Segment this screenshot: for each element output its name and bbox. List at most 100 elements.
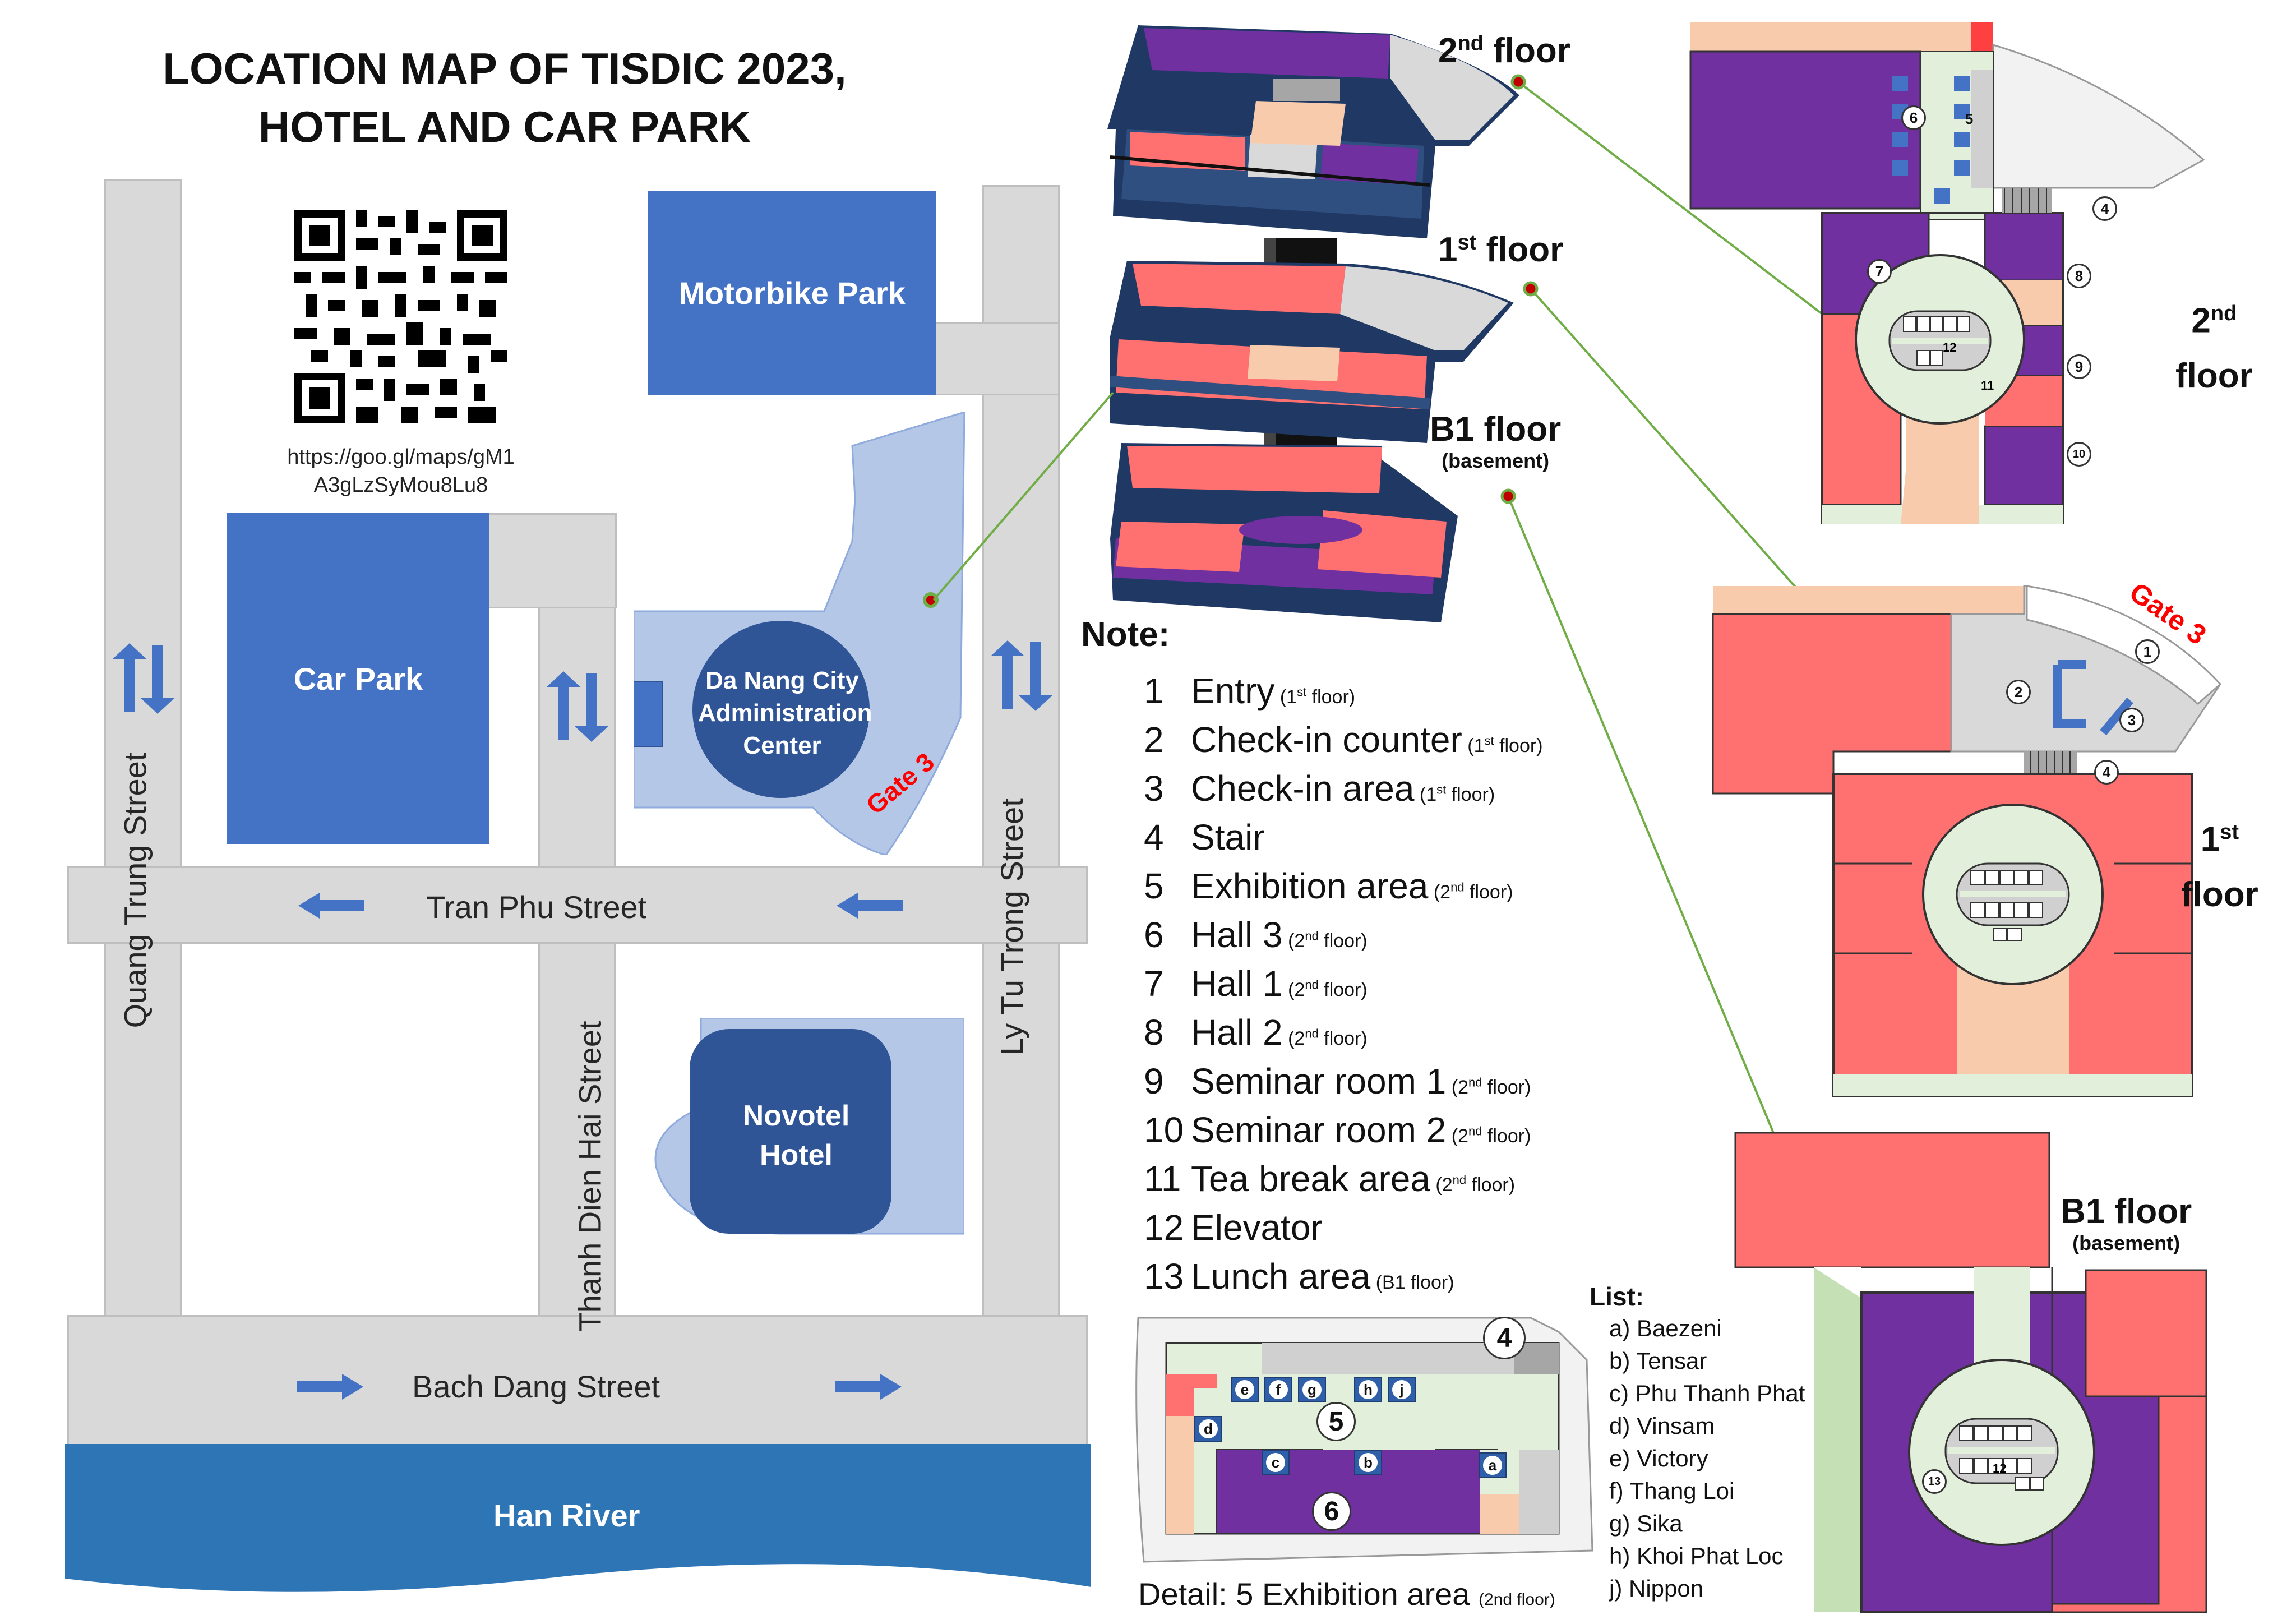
note-item-label: Seminar room 1 [1191, 1061, 1447, 1101]
plan-label-b1-sub: (basement) [2072, 1231, 2180, 1254]
note-item-floor-num: 1 [1286, 686, 1297, 708]
booth-f: f [1264, 1377, 1292, 1402]
stack-label-1st-word: floor [1486, 230, 1564, 269]
floor-plan-2nd [1689, 22, 2205, 524]
detail-caption-small: (2nd floor) [1479, 1590, 1555, 1609]
list-heading: List: [1590, 1282, 1644, 1311]
car-park-label: Car Park [293, 661, 423, 696]
note-item-floor: (1st floor) [1419, 782, 1495, 805]
map-url[interactable]: https://goo.gl/maps/gM1 A3gLzSyMou8Lu8 [247, 443, 555, 499]
note-item-floor-rest: floor [1466, 1174, 1509, 1196]
stack-label-b1-main: B1 floor [1430, 410, 1562, 449]
note-item-label: Lunch area [1191, 1256, 1371, 1297]
note-item-floor-num: 2 [1294, 979, 1305, 1000]
title-line-2: HOTEL AND CAR PARK [258, 102, 751, 151]
note-item-floor: (1st floor) [1279, 685, 1356, 708]
note-item-label: Stair [1191, 817, 1265, 857]
note-item-floor-sup: nd [1450, 880, 1465, 894]
note-item-floor: (2nd floor) [1433, 880, 1513, 903]
note-item-floor: (2nd floor) [1451, 1075, 1531, 1098]
note-item-label: Exhibition area [1191, 866, 1429, 906]
note-item-number: 9 [1144, 1061, 1164, 1101]
booth-e-letter: e [1235, 1380, 1254, 1399]
bach-dang-road [67, 1315, 1088, 1447]
note-item-number: 3 [1144, 768, 1164, 809]
note-item-floor-rest: floor [1318, 979, 1361, 1000]
admin-center-label: Da Nang City Administration Center [698, 667, 872, 759]
note-item-floor-num: 2 [1458, 1077, 1468, 1098]
plan1-marker-2: 2 [2006, 680, 2031, 704]
tran-phu-road [67, 866, 1088, 944]
note-item-floor-num: 2 [1440, 882, 1451, 903]
detail-caption-main: Detail: 5 Exhibition area [1138, 1576, 1470, 1612]
plan-label-2nd-word: floor [2175, 356, 2253, 395]
motorbike-connector [931, 322, 1060, 395]
car-park: Car Park [227, 513, 489, 844]
note-item-floor-sup: st [1484, 733, 1494, 748]
plan1-marker-1: 1 [2135, 639, 2160, 664]
note-item-floor-rest: floor [1482, 1077, 1525, 1098]
sponsor-list-item: a) Baezeni [1609, 1315, 1722, 1341]
map-url-line-2[interactable]: A3gLzSyMou8Lu8 [313, 473, 488, 497]
title-line-1: LOCATION MAP OF TISDIC 2023, [163, 44, 847, 93]
note-item-floor-num: 2 [1294, 930, 1305, 952]
booth-g: g [1298, 1377, 1326, 1402]
map-url-line-1[interactable]: https://goo.gl/maps/gM1 [287, 445, 515, 469]
note-item-floor-rest: floor [1318, 1028, 1361, 1049]
note-item-number: 2 [1144, 719, 1164, 760]
sponsor-list-item: b) Tensar [1609, 1348, 1707, 1374]
up-down-arrow-icon [113, 643, 174, 714]
floor-plan-b1 [1734, 1132, 2207, 1613]
note-item-floor-sup: nd [1468, 1124, 1482, 1138]
note-item-floor: (2nd floor) [1288, 1026, 1368, 1049]
note-item-number: 13 [1144, 1256, 1184, 1297]
stack-label-b1: B1 floor (basement) [1430, 409, 1561, 473]
qr-code-icon [294, 210, 507, 423]
note-item-floor-num: 1 [1473, 735, 1485, 756]
plan2-marker-7: 7 [1867, 259, 1892, 284]
note-item-number: 12 [1144, 1207, 1184, 1248]
sponsor-list-item: e) Victory [1609, 1445, 1708, 1471]
booth-d-letter: d [1199, 1419, 1218, 1438]
booth-j-letter: j [1392, 1380, 1411, 1399]
ly-tu-trong-road [982, 185, 1060, 1464]
note-item-floor-sup: nd [1305, 977, 1319, 992]
plan-label-1st-num: 1 [2200, 820, 2220, 859]
note-item-floor-sup: st [1297, 685, 1307, 699]
note-item-floor-sup: nd [1305, 1026, 1319, 1041]
detail-marker-5: 5 [1316, 1402, 1356, 1441]
plan-label-2nd-sup: nd [2210, 302, 2237, 325]
note-item-floor-sup: nd [1468, 1075, 1482, 1090]
note-item-floor-num: 2 [1294, 1028, 1305, 1049]
sponsor-list-item: d) Vinsam [1609, 1413, 1715, 1439]
plan-label-b1-main: B1 floor [2061, 1192, 2192, 1231]
building-3d-stack [1107, 25, 1519, 622]
booth-g-letter: g [1302, 1380, 1322, 1399]
bach-dang-label: Bach Dang Street [412, 1369, 660, 1404]
note-item-number: 8 [1144, 1012, 1164, 1053]
plan2-marker-8: 8 [2067, 264, 2091, 288]
note-item-label: Hall 3 [1191, 915, 1283, 955]
note-item-floor-rest: floor [1318, 930, 1361, 952]
plan2-marker-4: 4 [2092, 196, 2117, 221]
admin-compound [634, 412, 965, 855]
stack-label-b1-sub: (basement) [1442, 449, 1550, 472]
note-item-floor-num: 1 [1426, 784, 1437, 805]
note-item-floor-rest: floor [1482, 1125, 1525, 1147]
right-arrow-icon [835, 1374, 902, 1400]
note-item-number: 7 [1144, 963, 1164, 1004]
sponsor-list-item: c) Phu Thanh Phat [1609, 1380, 1805, 1406]
booth-b-letter: b [1359, 1453, 1378, 1472]
booth-c-letter: c [1266, 1453, 1285, 1472]
booth-f-letter: f [1269, 1380, 1288, 1399]
left-arrow-icon [298, 893, 364, 919]
stack-label-2nd-word: floor [1493, 31, 1570, 70]
note-item-floor-num: B1 [1382, 1272, 1406, 1293]
sponsor-list-item: j) Nippon [1609, 1575, 1704, 1602]
plan2-marker-5: 5 [1965, 110, 1974, 127]
up-down-arrow-icon [547, 671, 608, 742]
